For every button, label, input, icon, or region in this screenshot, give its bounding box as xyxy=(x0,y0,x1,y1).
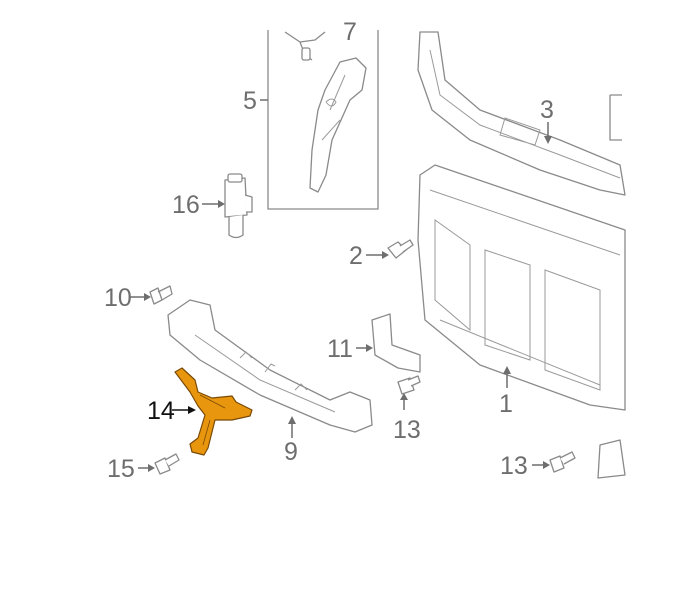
callout-2[interactable]: 2 xyxy=(349,242,363,270)
callout-9[interactable]: 9 xyxy=(284,438,298,466)
part-5-inset[interactable] xyxy=(267,30,379,210)
part-11-deflector[interactable] xyxy=(371,313,421,373)
callout-13-a[interactable]: 13 xyxy=(393,416,421,444)
part-10-clip[interactable] xyxy=(149,285,173,305)
partial-inset-box xyxy=(609,94,622,141)
part-15-bolt[interactable] xyxy=(154,453,180,475)
callout-13-b[interactable]: 13 xyxy=(500,452,528,480)
part-13-bolt-a[interactable] xyxy=(397,375,421,395)
partial-part-edge xyxy=(597,439,626,479)
callout-7[interactable]: 7 xyxy=(343,18,357,46)
part-9-lower-tie-bar[interactable] xyxy=(167,299,373,433)
callout-3[interactable]: 3 xyxy=(540,96,554,124)
part-13-bolt-b[interactable] xyxy=(549,451,576,473)
callout-1[interactable]: 1 xyxy=(499,390,513,418)
part-16-sensor[interactable] xyxy=(224,173,253,239)
callout-15[interactable]: 15 xyxy=(107,455,135,483)
callout-14[interactable]: 14 xyxy=(147,397,175,425)
callout-11[interactable]: 11 xyxy=(327,335,353,363)
callout-5[interactable]: 5 xyxy=(243,87,257,115)
callout-10[interactable]: 10 xyxy=(104,284,132,312)
callout-16[interactable]: 16 xyxy=(172,191,200,219)
part-3-upper-tie-bar[interactable] xyxy=(417,31,626,196)
part-2-bolt[interactable] xyxy=(387,239,414,259)
part-14-bracket[interactable] xyxy=(174,367,253,456)
part-1-radiator-support[interactable] xyxy=(417,164,626,411)
